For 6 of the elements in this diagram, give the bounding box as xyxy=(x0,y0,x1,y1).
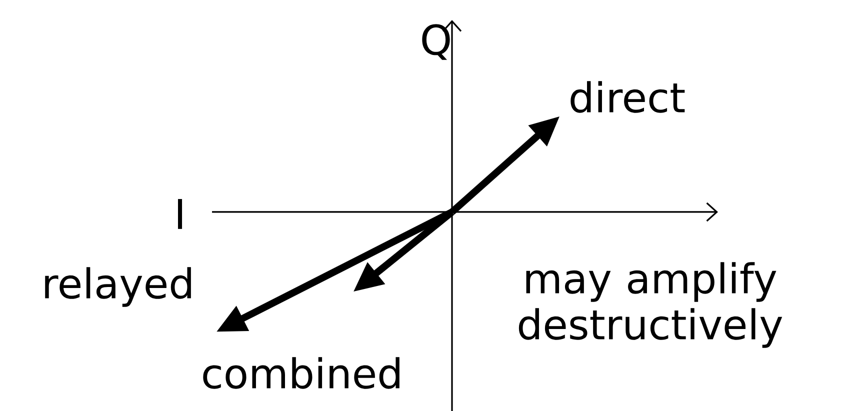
axis-label: may amplify destructively xyxy=(518,262,782,348)
axis-label: combined xyxy=(203,357,400,389)
axis-label: Q xyxy=(422,24,450,60)
axis-label: direct xyxy=(570,81,685,113)
axis-label: relayed xyxy=(45,267,191,307)
axis-label: I xyxy=(178,199,182,229)
